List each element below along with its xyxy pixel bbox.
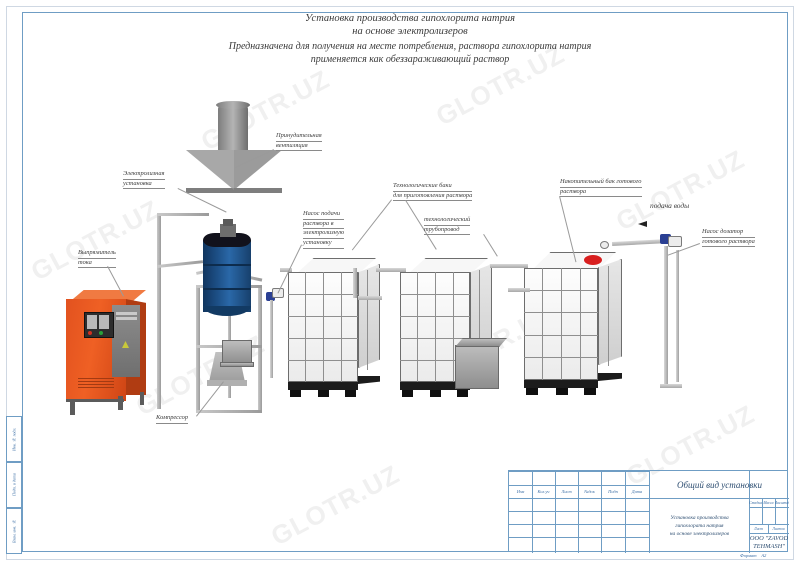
callout-process-tanks: Технологические баки для приготовления р… [393,182,473,202]
object-name: Установка производства гипохлората натри… [650,499,749,553]
callout-storage-tank-line-1: раствора [560,188,642,198]
rev-header-ndok: №док [584,489,595,494]
margin-field-podp-data: Подп. и дата [6,462,22,508]
callout-feed-pump-line-3: установку [303,239,345,249]
callout-feed-pump-line-0: Насос подачи [303,210,345,220]
sheet-header-listov: Листов [772,526,785,531]
drawing-name-text: Общий вид установки [677,479,762,490]
sheet-border-outer [6,6,794,560]
callout-process-pipeline: технологический трубопровод [424,216,471,236]
water-supply-arrow [638,221,647,227]
drawing-title: Установка производства гипохлорита натри… [150,12,670,66]
stage-value-massa [762,507,775,524]
callout-process-pipeline-line-0: технологический [424,216,471,226]
callout-feed-pump-line-1: раствора в [303,220,345,230]
object-name-line-2: на основе электролизеров [669,531,730,537]
callout-ventilation-line-0: Принудительная [276,132,322,142]
company-name-text: ООО "ZAVOD TEHMASH" [749,535,789,550]
object-name-line-0: Установка производства [670,515,729,521]
callout-water-supply: подача воды [650,202,689,211]
callout-ventilation-line-1: вентиляция [276,142,322,152]
callout-process-tanks-line-1: для приготовления раствора [393,192,473,202]
support-beam [157,213,209,216]
control-box-top [455,338,507,347]
compressor [222,340,252,364]
tank-cap [584,255,602,265]
stage-header-masshtab: Масштаб [775,500,789,505]
callout-storage-tank-line-0: Накопительный бак готового [560,178,642,188]
callout-electrolyzer: Электролизная установка [123,170,165,190]
compressor-base [220,362,254,367]
callout-dosing-pump: Насос дозатор готового раствора [702,228,755,248]
process-pipeline [508,288,530,292]
callout-rectifier-line-0: Выпрямитель [78,249,116,259]
rev-header-izm: Изм [516,489,525,494]
control-box [455,345,499,389]
process-pipeline [490,264,528,268]
object-name-line-1: гипохлората натрия [675,523,724,529]
format-label: Формат А2 [740,553,766,558]
callout-dosing-pump-line-1: готового раствора [702,238,755,248]
callout-electrolyzer-line-0: Электролизная [123,170,165,180]
rev-header-data: Дата [631,489,643,494]
support-post [157,213,161,409]
sheet-header-list: Лист [754,526,763,531]
title-block: Изм Кол.уч Лист №док Подп Дата Общий вид… [508,470,789,553]
margin-field-inv-podl: Инв. № подл. [6,416,22,462]
format-label-text: Формат [740,553,757,558]
callout-feed-pump: Насос подачи раствора в электролизную ус… [303,210,345,249]
callout-ventilation: Принудительная вентиляция [276,132,322,152]
sheet-border-inner [22,12,788,552]
callout-process-tanks-line-0: Технологические баки [393,182,473,192]
process-pipeline [280,268,292,272]
title-line-3: Предназначена для получения на месте пот… [228,41,592,52]
callout-process-pipeline-line-1: трубопровод [424,226,471,236]
stage-value-stadia [749,507,762,524]
margin-field-vzam-inv: Взам. инв. № [6,508,22,554]
process-pipeline [358,296,382,300]
rev-header-list: Лист [561,489,572,494]
callout-feed-pump-line-2: электролизную [303,229,345,240]
callout-electrolyzer-line-1: установка [123,180,165,190]
callout-rectifier-line-1: тока [78,259,116,269]
callout-water-supply-line-0: подача воды [650,201,690,210]
process-pipeline [376,268,406,272]
process-pipeline [353,268,357,298]
title-line-4: применяется как обеззараживающий раствор [310,54,510,65]
callout-dosing-pump-line-0: Насос дозатор [702,228,755,238]
title-line-1: Установка производства гипохлорита натри… [304,13,516,24]
company-name: ООО "ZAVOD TEHMASH" [749,533,789,553]
rev-header-podp: Подп [608,489,618,494]
callout-rectifier: Выпрямитель тока [78,249,116,269]
stage-header-stadia: Стадия [749,500,762,505]
drawing-name: Общий вид установки [650,471,789,498]
callout-storage-tank: Накопительный бак готового раствора [560,178,642,198]
format-value-text: А2 [761,553,767,558]
stage-header-massa: Масса [763,500,774,505]
title-line-2: на основе электролизеров [352,26,468,37]
stage-value-masshtab [775,507,789,524]
callout-compressor: Компрессор [156,414,189,424]
rev-header-koluch: Кол.уч [537,489,550,494]
callout-compressor-line-0: Компрессор [156,414,189,424]
